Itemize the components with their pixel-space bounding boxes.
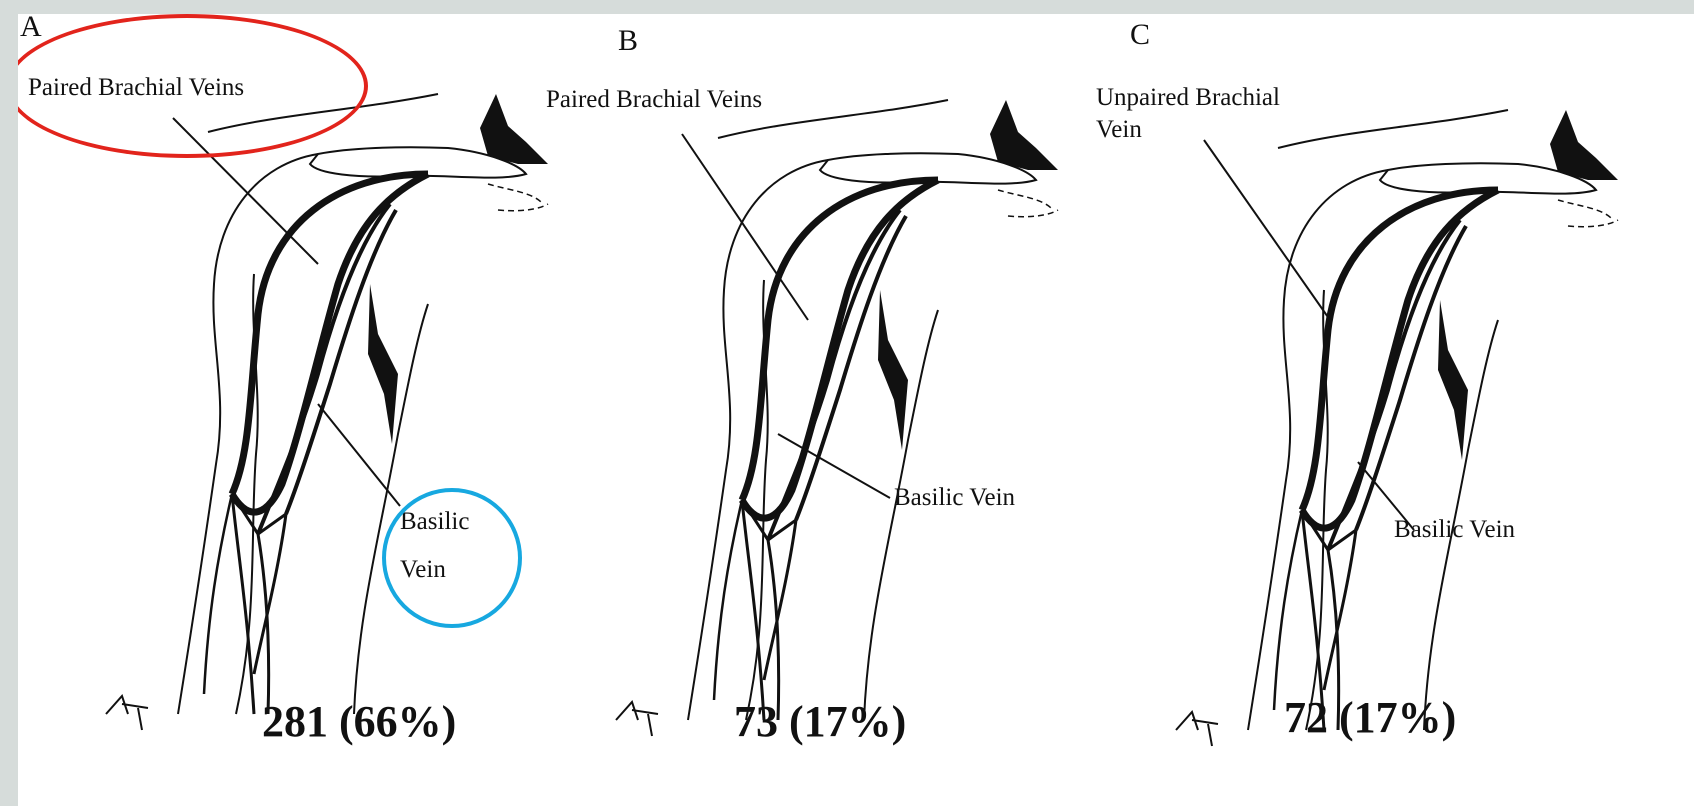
panel-b-brachial-label: Paired Brachial Veins [546, 84, 762, 116]
panel-c-brachial-label-line1: Unpaired Brachial [1096, 82, 1280, 114]
panel-a-count: 281 (66%) [262, 696, 456, 747]
arm-a [106, 94, 548, 730]
panel-letter-b: B [618, 24, 638, 58]
red-highlight-ring [18, 14, 368, 158]
panel-c-count: 72 (17%) [1284, 692, 1456, 743]
panel-c-brachial-label-line2: Vein [1096, 114, 1142, 146]
panel-letter-c: C [1130, 18, 1150, 52]
arm-b [616, 100, 1058, 736]
panel-c-basilic-label: Basilic Vein [1394, 514, 1515, 546]
panel-b-basilic-label: Basilic Vein [894, 482, 1015, 514]
panel-letter-a: A [20, 14, 42, 44]
panel-b-count: 73 (17%) [734, 696, 906, 747]
arm-c [1176, 110, 1618, 746]
leader-lines [173, 118, 1414, 530]
blue-highlight-ring [382, 488, 522, 628]
figure-slide: A B C Paired Brachial Veins Basilic Vein… [18, 14, 1694, 806]
